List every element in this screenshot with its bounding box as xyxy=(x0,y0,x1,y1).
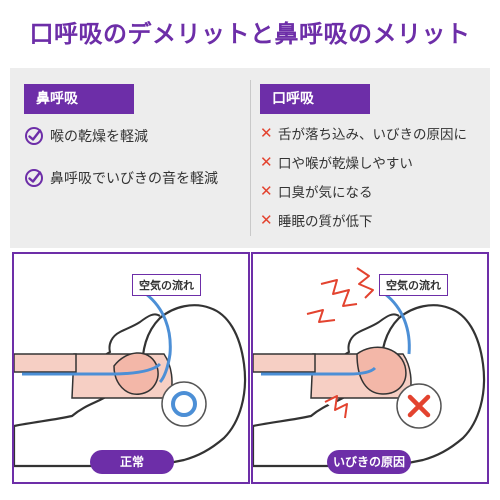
snoring-caption: いびきの原因 xyxy=(327,450,411,474)
nasal-passage xyxy=(253,353,316,373)
zoom-circle xyxy=(161,381,207,427)
airway-line xyxy=(261,366,377,376)
airway-line xyxy=(145,292,172,384)
airflow-label: 空気の流れ xyxy=(132,274,201,296)
cross-icon: ✕ xyxy=(260,211,273,229)
head-profile-illustration xyxy=(14,292,247,468)
page-title: 口呼吸のデメリットと鼻呼吸のメリット xyxy=(29,20,471,48)
snoring-illustration-panel: 空気の流れ いびきの原因 xyxy=(251,252,489,484)
nasal-passage xyxy=(14,353,77,373)
head-profile-illustration xyxy=(253,267,486,468)
normal-illustration-panel: 空気の流れ 正常 xyxy=(12,252,250,484)
circle-ok-icon xyxy=(171,391,197,417)
airflow-label: 空気の流れ xyxy=(379,274,448,296)
demerit-text: 口臭が気になる xyxy=(278,185,373,201)
demerit-text: 口や喉が乾燥しやすい xyxy=(278,156,413,172)
comparison-box: 鼻呼吸 口呼吸 喉の乾燥を軽減 鼻呼吸でいびきの音を軽減 ✕ 舌が落ち込み、いび… xyxy=(10,68,490,248)
airway-line xyxy=(22,362,162,376)
tongue xyxy=(356,346,407,395)
mouth-breathing-badge: 口呼吸 xyxy=(260,84,370,114)
merit-text: 喉の乾燥を軽減 xyxy=(50,129,148,145)
demerit-item: ✕ 睡眠の質が低下 xyxy=(260,210,373,230)
normal-caption: 正常 xyxy=(90,450,174,474)
merit-item: 鼻呼吸でいびきの音を軽減 xyxy=(24,168,218,188)
snore-sound-icon xyxy=(306,267,374,419)
cross-icon: ✕ xyxy=(260,182,273,200)
cross-ng-icon xyxy=(407,394,431,418)
demerit-text: 睡眠の質が低下 xyxy=(278,214,373,230)
nose-breathing-badge: 鼻呼吸 xyxy=(24,84,134,114)
demerit-item: ✕ 舌が落ち込み、いびきの原因に xyxy=(260,123,467,143)
demerit-item: ✕ 口や喉が乾燥しやすい xyxy=(260,152,413,172)
check-circle-icon xyxy=(25,169,43,187)
merit-item: 喉の乾燥を軽減 xyxy=(24,126,148,146)
demerit-item: ✕ 口臭が気になる xyxy=(260,181,373,201)
divider xyxy=(250,80,251,236)
airway-line xyxy=(384,292,411,355)
cross-icon: ✕ xyxy=(260,124,273,142)
cross-icon: ✕ xyxy=(260,153,273,171)
check-circle-icon xyxy=(25,127,43,145)
merit-text: 鼻呼吸でいびきの音を軽減 xyxy=(50,171,218,187)
demerit-text: 舌が落ち込み、いびきの原因に xyxy=(278,127,467,143)
